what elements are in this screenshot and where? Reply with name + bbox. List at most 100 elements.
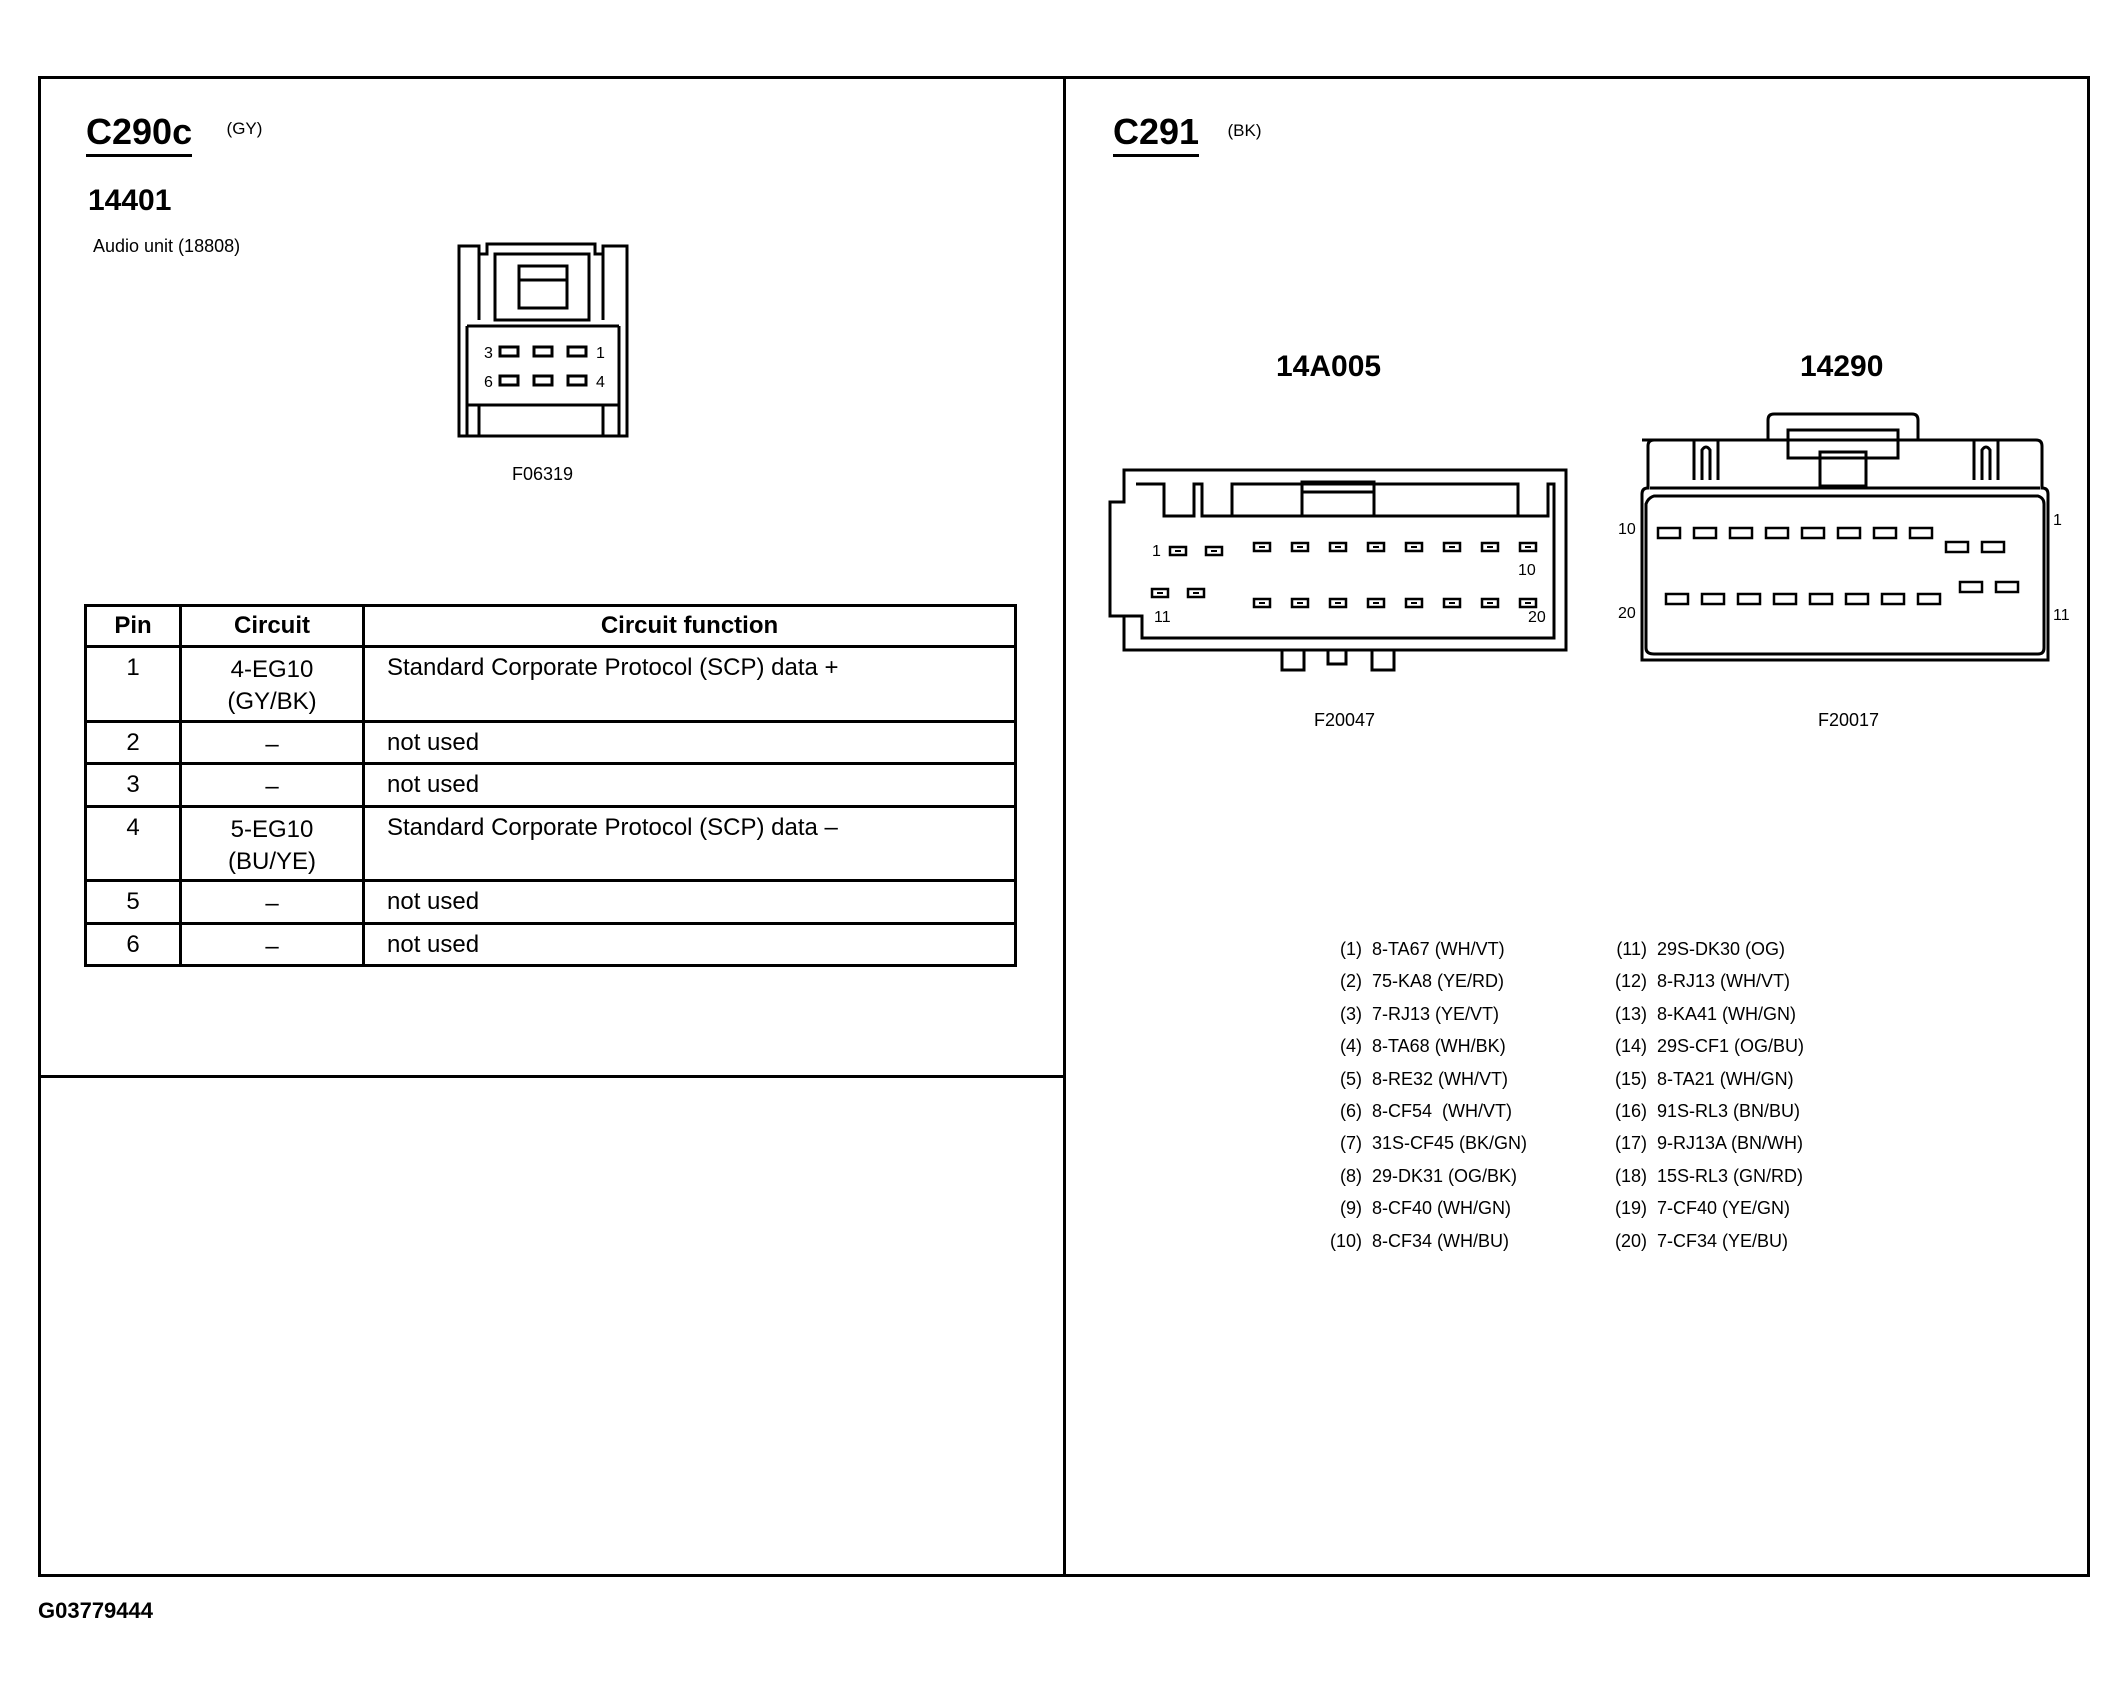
pin-label-20: 20 xyxy=(1528,609,1546,626)
circuit-pin-number: (6) xyxy=(1340,1101,1362,1121)
circuit-value: 7-CF40 (YE/GN) xyxy=(1657,1198,1791,1219)
circuit-pin-number: (4) xyxy=(1340,1036,1362,1057)
figure-code-f20017: F20017 xyxy=(1818,710,1880,730)
pin-cell: 1 xyxy=(84,645,182,723)
pin-label-1: 1 xyxy=(1152,543,1161,560)
circuit-cell: – xyxy=(179,719,365,766)
circuit-pin-number: (10) xyxy=(1329,1230,1362,1251)
component-name: Audio unit (18808) xyxy=(93,236,241,256)
circuit-pin-number: (1) xyxy=(1340,939,1362,959)
circuit-value: 29-DK31 (OG/BK) xyxy=(1372,1165,1518,1186)
table-row: 3 – not used xyxy=(84,762,1017,808)
circuit-pin-number: (9) xyxy=(1340,1198,1362,1219)
table-row: 2 – not used xyxy=(84,719,1017,766)
circuit-value: 8-RE32 (WH/VT) xyxy=(1372,1068,1509,1089)
circuit-value: 8-TA68 (WH/BK) xyxy=(1372,1036,1506,1057)
pin-cell: 3 xyxy=(84,762,182,808)
pin-label-11-outer: 11 xyxy=(2053,607,2070,624)
circuit-pin-number: (12) xyxy=(1614,971,1647,992)
table-row: 6 – not used xyxy=(84,921,1017,968)
connector-color-code: (GY) xyxy=(226,119,263,138)
pin-6 xyxy=(498,374,520,387)
circuit-value: 8-CF40 (WH/GN) xyxy=(1372,1198,1511,1219)
circuit-value: 29S-CF1 (OG/BU) xyxy=(1657,1036,1805,1057)
table-row: 4 5-EG10(BU/YE) Standard Corporate Proto… xyxy=(84,804,1017,883)
right-connector-header: C291 (BK) xyxy=(1113,111,1262,157)
circuit-pin-number: (17) xyxy=(1614,1133,1647,1154)
part-number-14290: 14290 xyxy=(1800,350,1884,383)
circuit-value: 8-TA67 (WH/VT) xyxy=(1372,939,1505,959)
pin-2 xyxy=(532,345,554,358)
figure-code-f20047: F20047 xyxy=(1314,710,1376,730)
circuit-pin-number: (16) xyxy=(1614,1101,1647,1121)
circuit-cell: – xyxy=(179,921,365,968)
pin-label-1-outer: 1 xyxy=(2053,512,2062,529)
function-cell: not used xyxy=(362,921,1017,968)
circuit-value: 91S-RL3 (BN/BU) xyxy=(1657,1101,1801,1121)
connector-id-c291: C291 xyxy=(1113,111,1200,157)
circuit-pin-number: (20) xyxy=(1614,1230,1647,1251)
connector-id-c290c: C290c xyxy=(86,111,193,157)
pin-label-1: 1 xyxy=(596,345,605,362)
left-connector-header: C290c (GY) xyxy=(86,111,263,157)
circuit-pin-number: (11) xyxy=(1616,939,1647,959)
circuit-pin-number: (5) xyxy=(1340,1068,1362,1089)
circuit-list-left: (1) 8-TA67 (WH/VT) (2) 75-KA8 (YE/RD) (3) 7-R… xyxy=(1320,939,1580,1259)
circuit-cell: 5-EG10(BU/YE) xyxy=(179,804,365,883)
left-part-number: 14401 xyxy=(88,184,172,217)
left-lower-panel-frame xyxy=(38,1075,1066,1577)
circuit-value: 7-RJ13 (YE/VT) xyxy=(1372,1003,1500,1024)
table-row: 5 – not used xyxy=(84,879,1017,925)
pin-label-6: 6 xyxy=(484,374,493,391)
function-cell: not used xyxy=(362,879,1017,925)
pin-cell: 4 xyxy=(84,804,182,883)
function-cell: Standard Corporate Protocol (SCP) data – xyxy=(362,804,1017,883)
connector-14290-drawing: 10 1 20 xyxy=(1618,412,2050,662)
pin-table: Pin Circuit Circuit function 1 4-EG10(GY… xyxy=(84,604,1017,968)
pin-label-4: 4 xyxy=(596,374,605,391)
circuit-list-right: (11)29S-DK30 (OG)(12)8-RJ13 (WH/VT)(13)8… xyxy=(1605,939,1865,1259)
circuit-pin-number: (3) xyxy=(1340,1003,1362,1024)
circuit-pin-number: (18) xyxy=(1614,1165,1647,1186)
column-header-pin: Pin xyxy=(84,604,182,648)
pin-label-11: 11 xyxy=(1154,609,1171,626)
circuit-value: 9-RJ13A (BN/WH) xyxy=(1657,1133,1804,1154)
function-cell: not used xyxy=(362,719,1017,766)
circuit-cell: 4-EG10(GY/BK) xyxy=(179,645,365,723)
pin-label-10: 10 xyxy=(1618,521,1636,538)
function-cell: not used xyxy=(362,762,1017,808)
circuit-value: 15S-RL3 (GN/RD) xyxy=(1657,1165,1804,1186)
pin-label-20: 20 xyxy=(1618,605,1636,622)
circuit-cell: – xyxy=(179,762,365,808)
circuit-pin-number: (2) xyxy=(1340,971,1362,992)
part-number-14a005: 14A005 xyxy=(1276,350,1382,383)
pin-label-10: 10 xyxy=(1518,562,1536,579)
circuit-pin-number: (13) xyxy=(1614,1003,1647,1024)
pin-5 xyxy=(532,374,554,387)
circuit-pin-number: (19) xyxy=(1614,1198,1647,1219)
pin-1 xyxy=(566,345,588,358)
circuit-pin-number: (15) xyxy=(1614,1068,1647,1089)
pin-4 xyxy=(566,374,588,387)
function-cell: Standard Corporate Protocol (SCP) data + xyxy=(362,645,1017,723)
circuit-value: 8-KA41 (WH/GN) xyxy=(1657,1003,1797,1024)
circuit-cell: – xyxy=(179,879,365,925)
connector-14a005-drawing: 1 10 11 20 xyxy=(1108,468,1568,672)
table-row: 1 4-EG10(GY/BK) Standard Corporate Proto… xyxy=(84,645,1017,723)
circuit-value: 8-CF54 (WH/VT) xyxy=(1372,1101,1513,1121)
circuit-pin-number: (8) xyxy=(1340,1165,1362,1186)
pin-cell: 6 xyxy=(84,921,182,968)
circuit-pin-number: (14) xyxy=(1614,1036,1647,1057)
circuit-value: 7-CF34 (YE/BU) xyxy=(1657,1230,1789,1251)
graphic-id: G03779444 xyxy=(38,1598,153,1623)
c290c-connector-drawing: 3 1 6 4 xyxy=(457,242,629,438)
circuit-value: 75-KA8 (YE/RD) xyxy=(1372,971,1505,992)
circuit-value: 8-CF34 (WH/BU) xyxy=(1372,1230,1510,1251)
circuit-value: 31S-CF45 (BK/GN) xyxy=(1372,1133,1528,1154)
circuit-value: 8-TA21 (WH/GN) xyxy=(1657,1068,1794,1089)
circuit-value: 8-RJ13 (WH/VT) xyxy=(1657,971,1791,992)
column-header-function: Circuit function xyxy=(362,604,1017,648)
circuit-pin-number: (7) xyxy=(1340,1133,1362,1154)
right-panel-frame xyxy=(1063,76,2090,1577)
pin-cell: 5 xyxy=(84,879,182,925)
